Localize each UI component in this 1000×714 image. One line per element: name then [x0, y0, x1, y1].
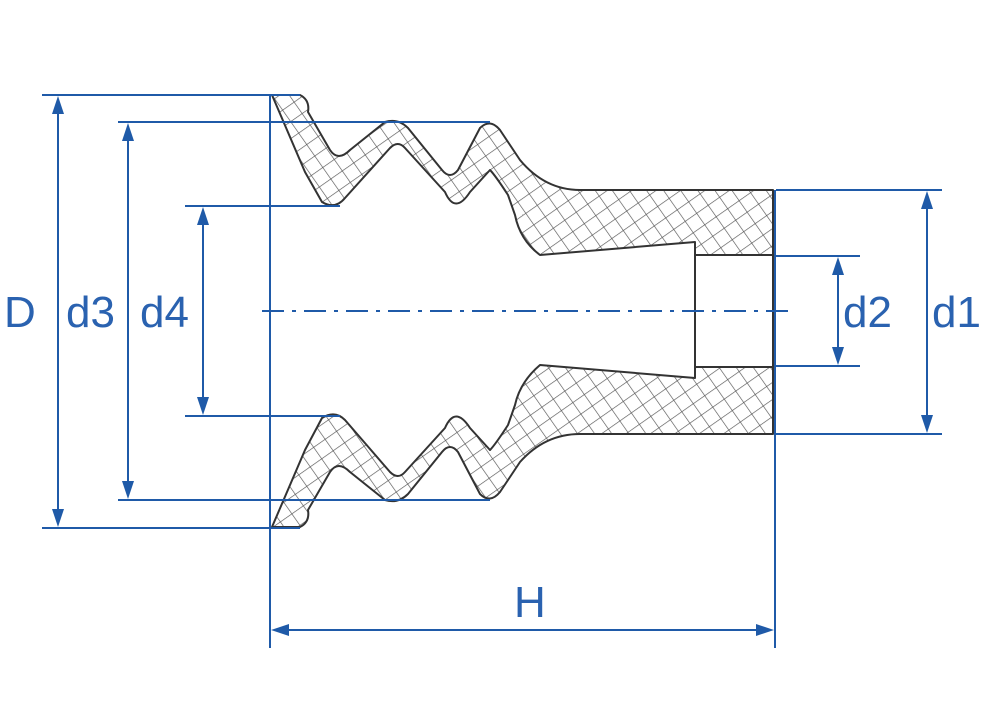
label-d2: d2	[843, 288, 892, 337]
label-d3: d3	[66, 288, 115, 337]
dimension-D: D	[0, 96, 64, 527]
dimension-d4: d4	[140, 207, 209, 415]
dimension-H: H	[271, 578, 774, 636]
extension-lines	[42, 94, 942, 648]
lower-bellows-section	[271, 364, 774, 528]
upper-bellows-section	[271, 94, 774, 256]
label-d1: d1	[932, 288, 981, 337]
dimension-d2: d2	[832, 257, 892, 365]
label-D: D	[4, 288, 36, 337]
label-H: H	[514, 578, 546, 627]
dimension-d3: d3	[66, 123, 134, 499]
dimension-d1: d1	[921, 191, 981, 433]
label-d4: d4	[140, 288, 189, 337]
